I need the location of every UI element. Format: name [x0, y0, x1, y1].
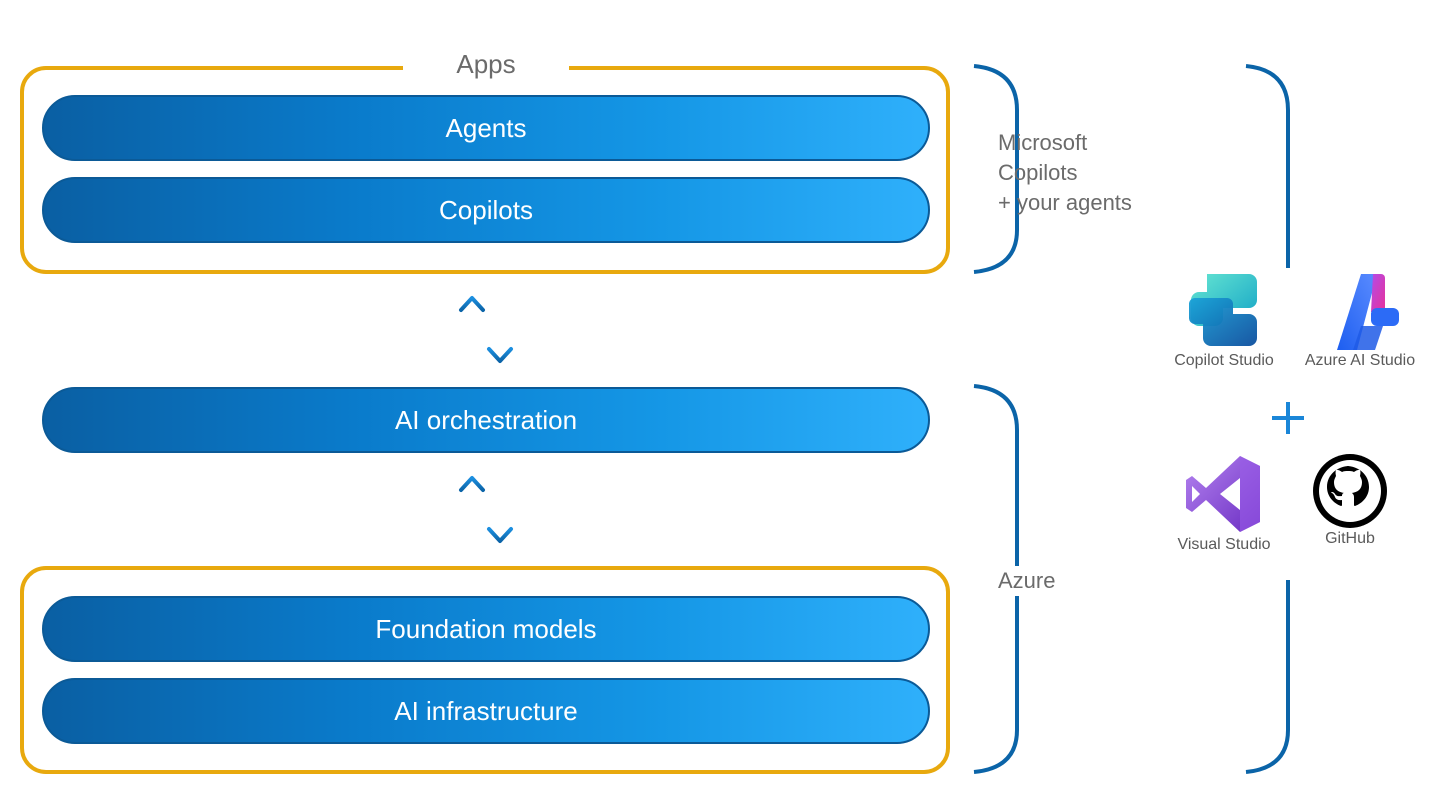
microsoft-copilots-line3: + your agents	[998, 190, 1132, 215]
azure-label: Azure	[998, 566, 1060, 596]
plus-icon	[1272, 402, 1304, 434]
outer-bracket-bottom	[1245, 580, 1290, 774]
copilot-studio-icon	[1189, 274, 1257, 346]
outer-bracket-top	[1245, 64, 1290, 268]
visual-studio-icon	[1186, 456, 1260, 532]
copilot-studio-label: Copilot Studio	[1174, 352, 1274, 369]
agents-layer: Agents	[42, 95, 930, 161]
github-tool: GitHub	[1300, 452, 1400, 548]
github-icon	[1313, 454, 1387, 528]
visual-studio-label: Visual Studio	[1177, 536, 1271, 553]
bidirectional-arrow-icon	[459, 476, 513, 543]
github-label: GitHub	[1325, 530, 1375, 547]
ai-orchestration-layer: AI orchestration	[42, 387, 930, 453]
copilots-layer: Copilots	[42, 177, 930, 243]
copilot-studio-tool: Copilot Studio	[1160, 268, 1288, 370]
microsoft-copilots-label: Microsoft Copilots + your agents	[998, 128, 1168, 218]
azure-ai-studio-label: Azure AI Studio	[1304, 352, 1416, 369]
visual-studio-tool: Visual Studio	[1164, 452, 1284, 554]
bidirectional-arrow-icon	[459, 296, 513, 363]
apps-title-mask	[403, 44, 569, 84]
foundation-models-layer: Foundation models	[42, 596, 930, 662]
apps-group-title: Apps	[456, 49, 516, 79]
microsoft-copilots-line1: Microsoft	[998, 130, 1088, 155]
ai-infrastructure-layer: AI infrastructure	[42, 678, 930, 744]
foundation-group-frame	[20, 566, 950, 774]
azure-ai-studio-icon	[1337, 274, 1399, 350]
microsoft-copilots-line2: Copilots	[998, 160, 1078, 185]
azure-ai-studio-tool: Azure AI Studio	[1290, 268, 1430, 370]
